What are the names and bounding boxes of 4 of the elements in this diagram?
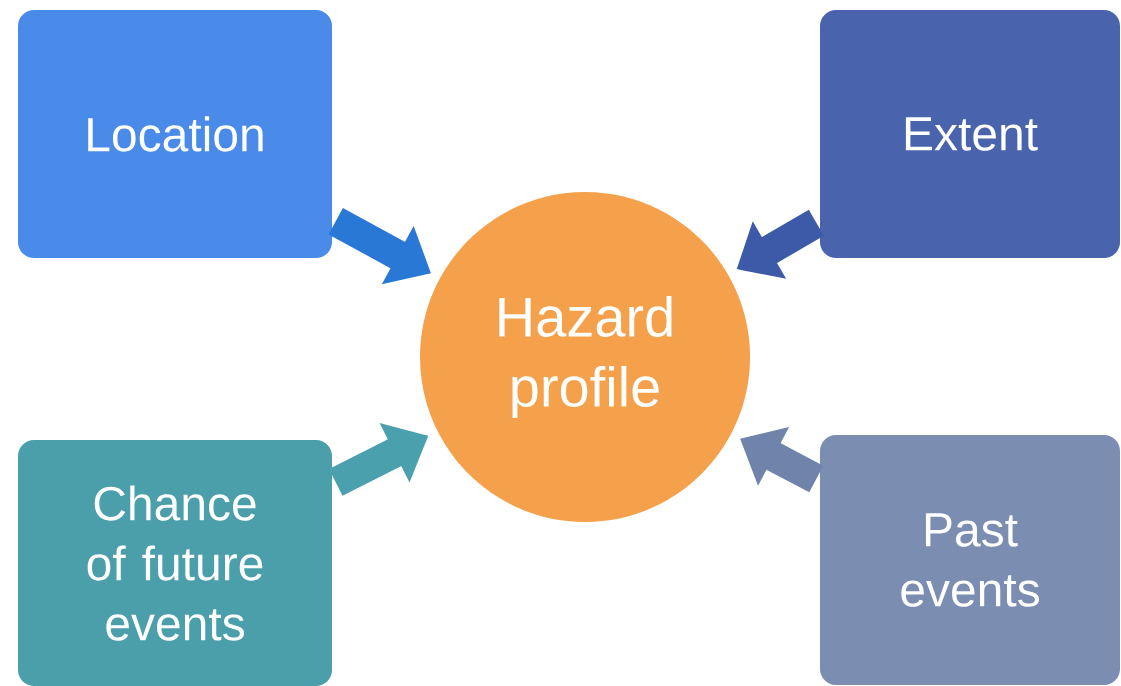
topic-box: Past events <box>820 435 1120 685</box>
topic-box: Chance of future events <box>18 440 332 686</box>
topic-box: Location <box>18 10 332 258</box>
topic-box: Extent <box>820 10 1120 258</box>
